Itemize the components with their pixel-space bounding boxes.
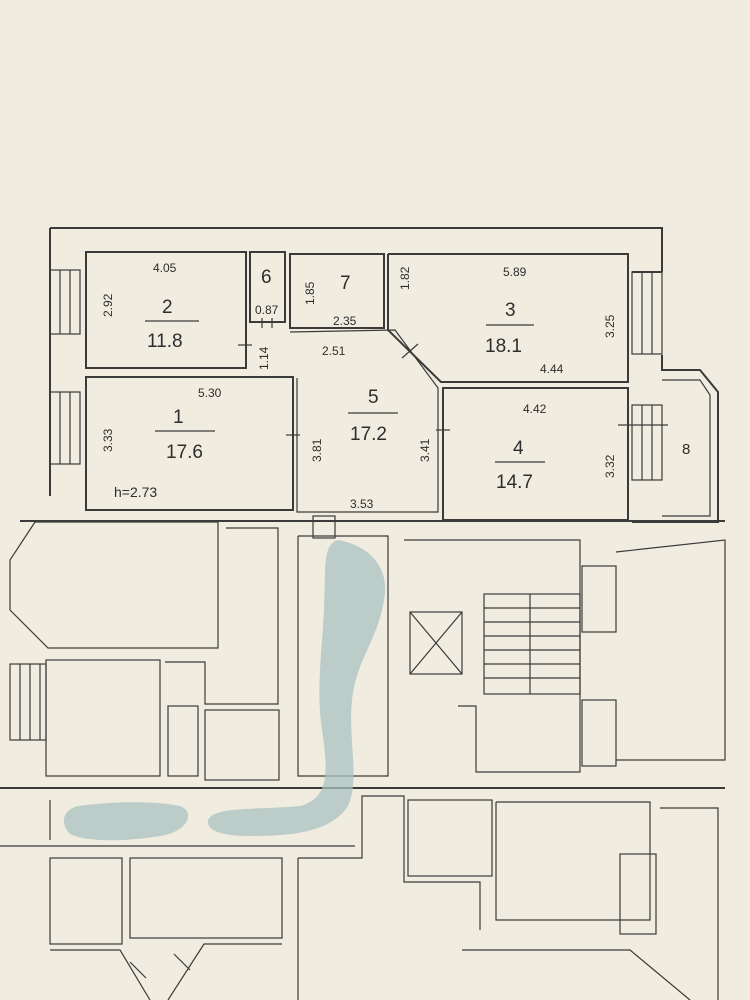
window-balcony [618,404,668,481]
room-3-dim-bottom: 4.44 [540,362,564,376]
room-5-number: 5 [368,387,379,408]
room-3-labels: 1.82 5.89 3 18.1 3.25 4.44 [398,265,617,376]
room-4-dim-top: 4.42 [523,402,547,416]
room-4-area: 14.7 [496,472,533,493]
room-3-dim-top: 5.89 [503,265,527,279]
room-2 [85,251,252,369]
room-3-area: 18.1 [485,336,522,357]
room-5-dim-left: 3.81 [310,438,324,462]
room-6-number: 6 [261,267,272,288]
room-7-dim-side: 1.85 [303,281,317,305]
room-7-labels: 1.85 7 2.35 [303,273,357,328]
room-7-dim-bottom: 2.35 [333,314,357,328]
staircase [483,593,581,695]
room-6-labels: 6 0.87 [255,267,279,317]
room-2-area: 11.8 [147,331,183,352]
building-floor-context [0,515,726,1000]
room-3-dim-right: 3.25 [603,314,617,338]
room-4-number: 4 [513,438,524,459]
room-4-dim-left: 3.41 [418,438,432,462]
apartment-outline [20,227,725,523]
room-2-labels: 4.05 2.92 2 11.8 [101,261,199,352]
window-left-lower [49,391,81,465]
room-4-dim-right: 3.32 [603,454,617,478]
room-2-number: 2 [162,297,173,318]
window-left-upper [49,269,81,335]
room-1-labels: 5.30 3.33 1 17.6 h=2.73 [101,386,222,500]
room-1-area: 17.6 [166,442,203,463]
room-5-dim-bottom: 3.53 [350,497,374,511]
room-7-number: 7 [340,273,351,294]
room-5-dim-small: 1.14 [257,346,271,370]
room-8 [662,379,711,517]
room-8-number: 8 [682,441,690,458]
room-3-number: 3 [505,300,516,321]
room-2-dim-side: 2.92 [101,293,115,317]
room-5-dim-top: 2.51 [322,344,346,358]
room-1-dim-side: 3.33 [101,428,115,452]
blurred-overlay [63,540,386,841]
room-3-dim-left: 1.82 [398,266,412,290]
window-right [631,271,663,355]
room-1 [85,376,300,511]
room-2-dim-top: 4.05 [153,261,177,275]
room-1-number: 1 [173,407,184,428]
room-6-dim-bottom: 0.87 [255,303,279,317]
room-5-labels: 1.14 2.51 5 17.2 3.81 3.53 [257,344,398,511]
room-1-dim-top: 5.30 [198,386,222,400]
room-5 [289,329,439,513]
room-5-area: 17.2 [350,424,387,445]
room-7 [289,253,385,329]
room-8-labels: 8 [682,441,690,458]
room-6 [249,251,286,328]
ceiling-height-label: h=2.73 [114,484,157,500]
room-4-labels: 3.41 4.42 4 14.7 3.32 [418,402,617,493]
